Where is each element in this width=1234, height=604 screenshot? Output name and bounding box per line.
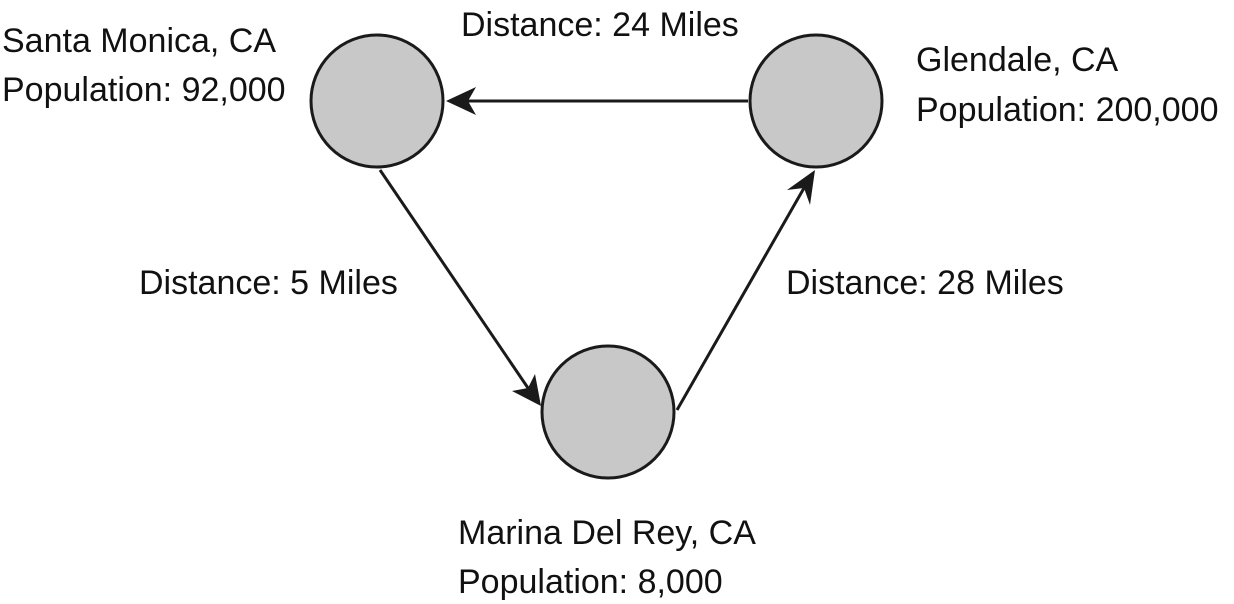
node-population-santa-monica: Population: 92,000 [2,71,286,109]
arrowhead-icon [446,87,476,115]
node-name-marina-del-rey: Marina Del Rey, CA [458,514,756,552]
edge-label-santa-monica-to-marina-del-rey: Distance: 5 Miles [139,264,398,302]
edge-line [675,187,806,411]
node-population-glendale: Population: 200,000 [916,91,1218,129]
arrowhead-icon [512,374,541,406]
edge-label-marina-del-rey-to-glendale: Distance: 28 Miles [786,264,1064,302]
node-santa-monica [309,33,445,169]
edge-santa-monica-to-marina-del-rey [378,169,541,406]
edge-label-glendale-to-santa-monica: Distance: 24 Miles [461,6,739,44]
edge-marina-del-rey-to-glendale [675,170,815,411]
node-population-marina-del-rey: Population: 8,000 [458,563,723,601]
node-glendale [748,33,884,169]
node-name-glendale: Glendale, CA [916,41,1119,79]
node-marina-del-rey [540,344,676,480]
arrowhead-icon [787,170,815,205]
edge-line [378,169,530,389]
edge-glendale-to-santa-monica [446,87,748,115]
node-name-santa-monica: Santa Monica, CA [2,22,276,60]
